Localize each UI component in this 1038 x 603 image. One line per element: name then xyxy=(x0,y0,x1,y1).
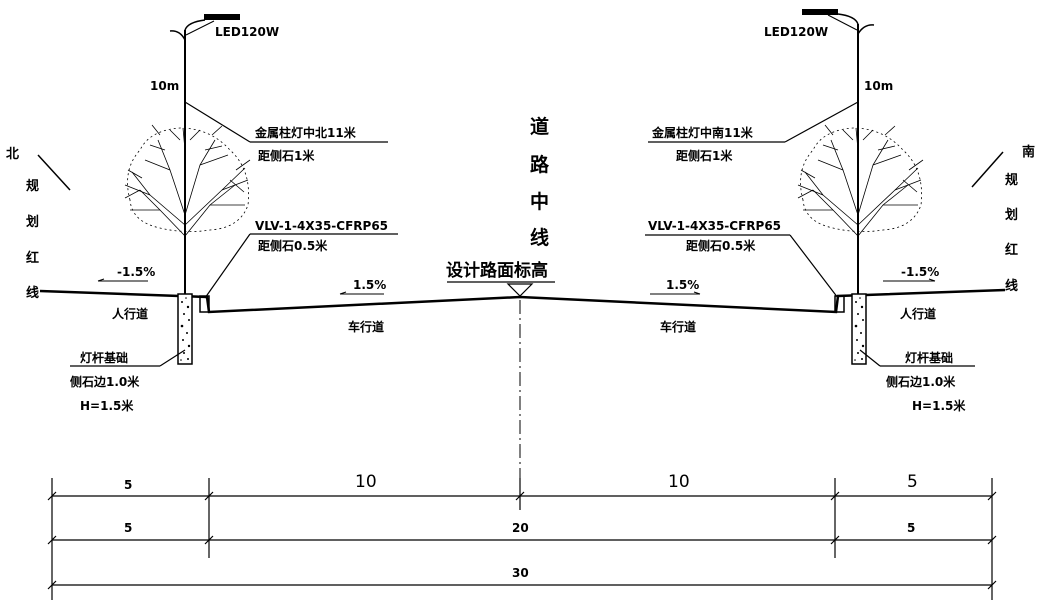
foundation-depth-right: H=1.5米 xyxy=(912,398,966,413)
tree-right xyxy=(797,124,924,290)
cable-offset-right: 距侧石0.5米 xyxy=(686,238,756,253)
zone-sidewalk-left: 人行道 xyxy=(112,306,148,321)
foundation-label-right: 灯杆基础 xyxy=(905,350,953,365)
boundary-marker-right xyxy=(971,151,1004,188)
centerline-char-3: 中 xyxy=(530,190,549,213)
pole-height-right: 10m xyxy=(864,79,893,93)
pole-offset-right: 距侧石1米 xyxy=(676,148,733,163)
boundary-char-left-2: 划 xyxy=(26,214,39,230)
boundary-char-right-1: 规 xyxy=(1005,173,1018,188)
boundary-char-right-4: 线 xyxy=(1005,278,1018,294)
design-elevation-label: 设计路面标高 xyxy=(446,260,548,281)
design-elevation-marker xyxy=(506,283,534,297)
boundary-char-right-3: 红 xyxy=(1005,242,1018,258)
tree-left xyxy=(124,124,251,290)
cable-spec-left: VLV-1-4X35-CFRP65 xyxy=(255,219,388,233)
boundary-char-left-3: 红 xyxy=(26,250,39,266)
dimension-row3-1: 30 xyxy=(512,566,529,580)
dimension-row1-4: 5 xyxy=(907,472,918,492)
foundation-offset-left: 侧石边1.0米 xyxy=(70,374,140,389)
lamp-model-left: LED120W xyxy=(215,25,279,39)
centerline-char-1: 道 xyxy=(530,115,549,138)
dimension-row1-2: 10 xyxy=(355,472,377,492)
boundary-char-left-4: 线 xyxy=(26,285,39,301)
foundation-label-left: 灯杆基础 xyxy=(80,350,128,365)
slope-sidewalk-left: -1.5% xyxy=(117,265,155,279)
foundation-depth-left: H=1.5米 xyxy=(80,398,134,413)
dimension-lines xyxy=(47,478,997,600)
dimension-row2-1: 5 xyxy=(124,521,132,535)
foundation-right xyxy=(851,293,867,365)
boundary-char-left-1: 规 xyxy=(26,179,39,194)
dimension-row2-2: 20 xyxy=(512,521,529,535)
centerline-char-2: 路 xyxy=(530,153,550,176)
foundation-offset-right: 侧石边1.0米 xyxy=(886,374,956,389)
pole-offset-left: 距侧石1米 xyxy=(258,148,315,163)
centerline-char-4: 线 xyxy=(530,226,549,249)
leader-lines xyxy=(70,101,975,367)
cable-spec-right: VLV-1-4X35-CFRP65 xyxy=(648,219,781,233)
direction-north: 北 xyxy=(6,147,19,162)
pole-description-right: 金属柱灯中南11米 xyxy=(651,125,754,140)
lamp-model-right: LED120W xyxy=(764,25,828,39)
curb-left xyxy=(199,295,210,313)
boundary-marker-left xyxy=(37,154,71,191)
dimension-row1-3: 10 xyxy=(668,472,690,492)
dimension-row2-3: 5 xyxy=(907,521,915,535)
direction-south: 南 xyxy=(1022,144,1035,160)
light-pole-left xyxy=(169,14,240,294)
curb-right xyxy=(834,295,845,313)
dimension-row1-1: 5 xyxy=(124,478,132,492)
zone-sidewalk-right: 人行道 xyxy=(900,306,936,321)
pole-height-left: 10m xyxy=(150,79,179,93)
slope-road-left: 1.5% xyxy=(353,278,386,292)
slope-arrows xyxy=(97,278,936,295)
cable-offset-left: 距侧石0.5米 xyxy=(258,238,328,253)
slope-sidewalk-right: -1.5% xyxy=(901,265,939,279)
boundary-char-right-2: 划 xyxy=(1005,207,1018,223)
slope-road-right: 1.5% xyxy=(666,278,699,292)
zone-road-right: 车行道 xyxy=(660,319,696,334)
light-pole-right xyxy=(802,9,875,294)
zone-road-left: 车行道 xyxy=(348,319,384,334)
pole-description-left: 金属柱灯中北11米 xyxy=(254,125,357,140)
